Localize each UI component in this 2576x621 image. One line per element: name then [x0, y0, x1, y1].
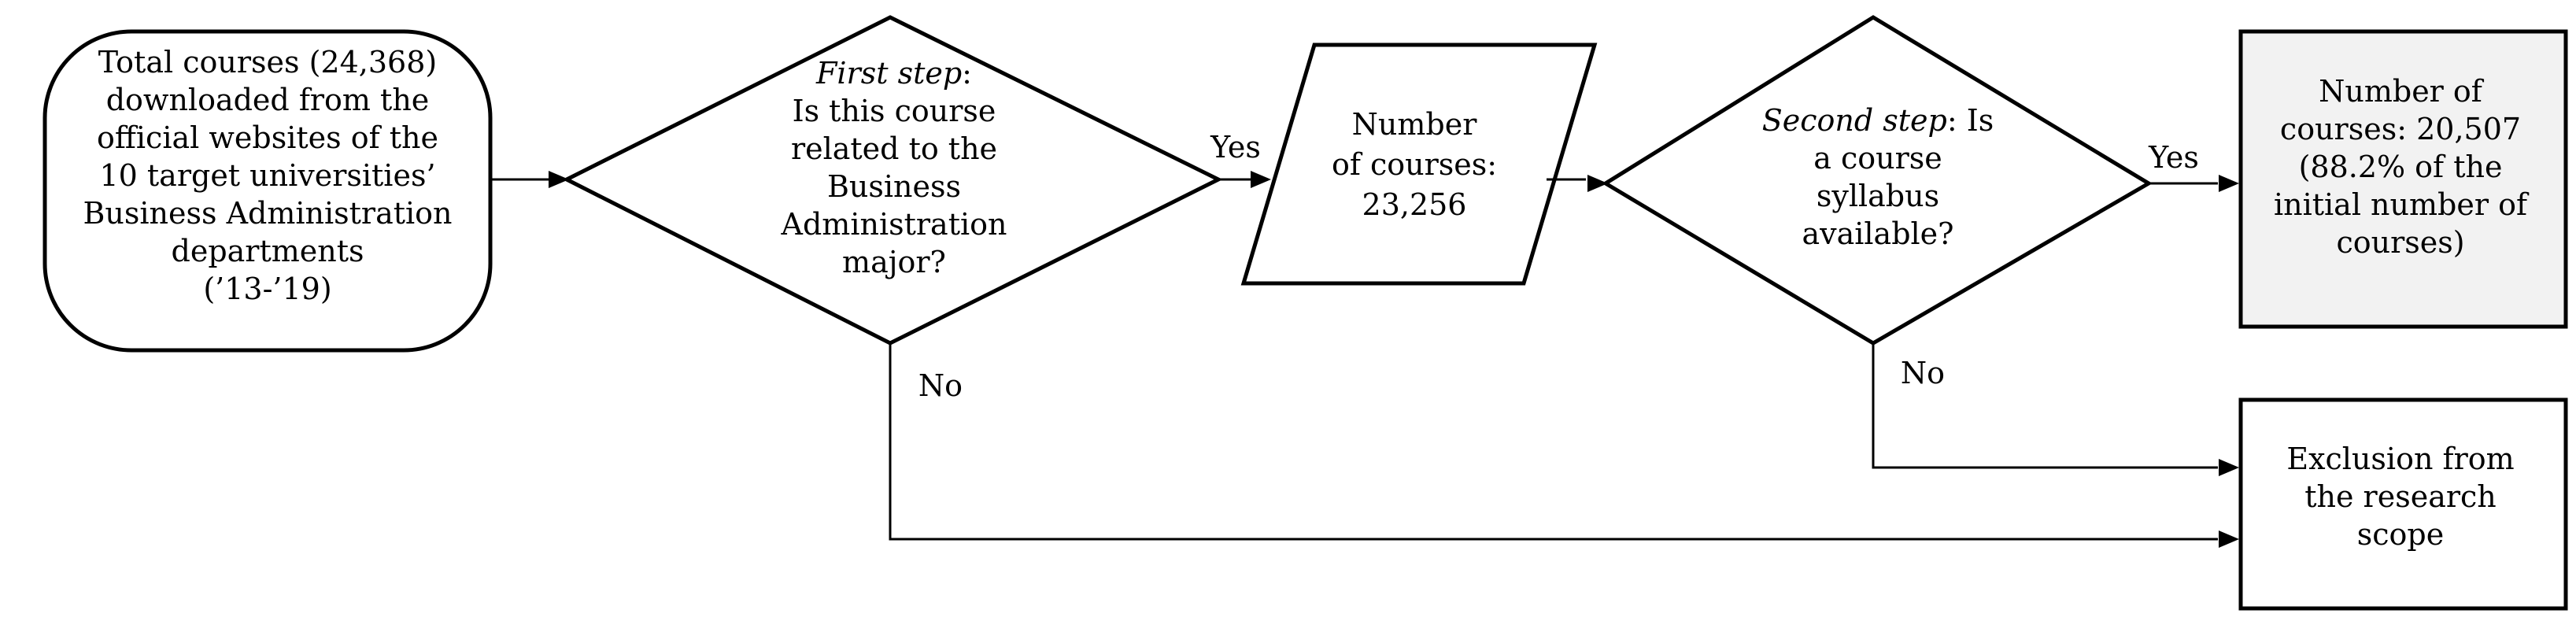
- start-node-text: downloaded from the: [106, 83, 430, 117]
- start-node-text: Total courses (24,368): [98, 45, 437, 79]
- step-label-suffix: : Is: [1947, 103, 1994, 138]
- edge-label-yes: Yes: [1210, 130, 1261, 164]
- data-node-shape: [1240, 43, 1598, 286]
- result-node-shape: [2238, 29, 2568, 329]
- start-node-text: Business Administration: [83, 196, 452, 231]
- decision1-text: Is this course: [793, 94, 996, 128]
- start-node-shape: [43, 29, 493, 353]
- decision1-text: Business: [827, 169, 961, 204]
- start-node-text: 10 target universities’: [99, 158, 435, 193]
- decision1-text: related to the: [791, 131, 997, 166]
- exclusion-node-shape: [2238, 397, 2568, 611]
- data-node-text: 23,256: [1362, 187, 1467, 222]
- decision1-text: Administration: [781, 207, 1007, 242]
- result-node-text: Number of: [2319, 74, 2485, 109]
- exclusion-node-text: scope: [2357, 517, 2444, 552]
- start-node-text: official websites of the: [97, 120, 438, 155]
- start-node-text: (’13-’19): [203, 272, 331, 306]
- arrowhead: [549, 171, 569, 188]
- arrowhead: [2219, 530, 2239, 548]
- edge-label-no: No: [1901, 356, 1945, 390]
- result-node-text: initial number of: [2274, 187, 2530, 222]
- edge-label-yes: Yes: [2148, 140, 2199, 175]
- data-node-text: of courses:: [1332, 147, 1497, 182]
- arrowhead: [1587, 175, 1608, 192]
- decision1-step-label: First step:: [815, 56, 972, 91]
- edge-decision2-no: [1872, 343, 2218, 469]
- decision2-text: syllabus: [1817, 179, 1939, 213]
- arrowhead: [2219, 459, 2239, 476]
- arrowhead: [1251, 171, 1271, 188]
- result-node-text: courses): [2336, 225, 2464, 260]
- step-label-suffix: :: [962, 56, 972, 91]
- decision2-text: a course: [1813, 141, 1942, 176]
- decision2-text: available?: [1802, 216, 1953, 251]
- step-label-italic: First step: [815, 56, 962, 91]
- step-label-italic: Second step: [1762, 103, 1947, 138]
- data-node-text: Number: [1352, 107, 1478, 142]
- result-node-text: courses: 20,507: [2280, 112, 2521, 146]
- exclusion-node-text: the research: [2304, 479, 2497, 514]
- edge-label-no: No: [918, 368, 963, 403]
- edge-decision1-no: [889, 343, 2218, 541]
- start-node-text: departments: [172, 234, 364, 268]
- result-node-text: (88.2% of the: [2299, 150, 2503, 184]
- decision1-text: major?: [842, 245, 946, 279]
- arrowhead: [2219, 175, 2239, 192]
- exclusion-node-text: Exclusion from: [2286, 442, 2514, 476]
- decision2-step-label: Second step: Is: [1762, 103, 1994, 138]
